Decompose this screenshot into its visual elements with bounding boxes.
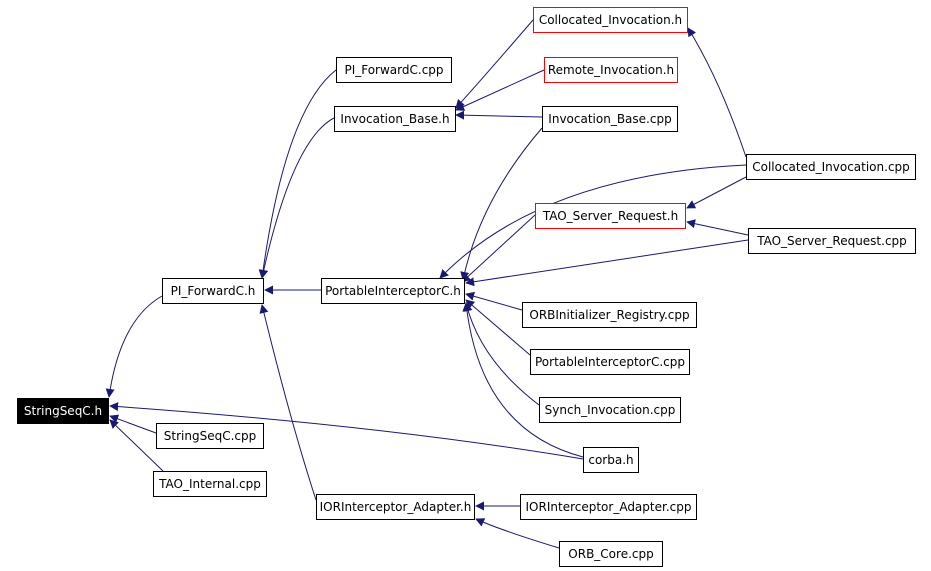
node-box [336,57,452,83]
node-corba-h[interactable]: corba.h [583,447,639,473]
node-label: PI_ForwardC.h [171,284,256,298]
node-label: TAO_Server_Request.cpp [756,234,907,248]
node-box [544,57,678,83]
edge-tao_server_request_cpp-to-tao_server_request_h [686,219,749,236]
edge-orb_core_cpp-to-iorinterceptor_adapter_h [475,518,560,549]
node-label: PortableInterceptorC.cpp [535,355,685,369]
node-label: TAO_Internal.cpp [158,477,261,491]
node-remote-invocation-h[interactable]: Remote_Invocation.h [544,57,678,83]
node-stringseqc-h[interactable]: StringSeqC.h [17,398,109,424]
node-label: ORBInitializer_Registry.cpp [529,308,689,322]
edge-collocated_invocation_h-to-invocation_base_h [455,19,534,109]
node-box [17,398,109,424]
node-box [156,423,264,449]
node-label: Collocated_Invocation.h [539,13,682,27]
node-box [746,154,916,180]
node-pi-forwardc-cpp[interactable]: PI_ForwardC.cpp [336,57,452,83]
node-box [530,349,690,375]
node-label: StringSeqC.h [24,404,102,418]
node-label: TAO_Server_Request.h [542,209,678,223]
node-collocated-invocation-cpp[interactable]: Collocated_Invocation.cpp [746,154,916,180]
edge-tao_server_request_cpp-to-portableinterceptorc_h [465,239,749,287]
node-invocation-base-cpp[interactable]: Invocation_Base.cpp [542,106,678,132]
edge-corba_h-to-portableinterceptorc_h [462,302,584,458]
node-box [162,278,264,304]
node-label: IORInterceptor_Adapter.h [320,500,472,514]
node-box [559,541,663,567]
node-label: Collocated_Invocation.cpp [752,160,910,174]
node-iorinterceptor-adapter-h[interactable]: IORInterceptor_Adapter.h [316,494,475,520]
edge-invocation_base_cpp-to-portableinterceptorc_h [460,127,543,281]
edge-remote_invocation_h-to-invocation_base_h [455,69,545,111]
node-synch-invocation-cpp[interactable]: Synch_Invocation.cpp [539,397,681,423]
edge-invocation_base_cpp-to-invocation_base_h [455,110,543,120]
edge-collocated_invocation_cpp-to-portableinterceptorc_h [439,164,747,279]
node-label: StringSeqC.cpp [164,429,256,443]
node-label: Invocation_Base.cpp [548,112,671,126]
nodes-layer: StringSeqC.h PI_ForwardC.h PI_ForwardC.cpp… [17,7,916,567]
node-label: PI_ForwardC.cpp [344,63,443,77]
edge-stringseqc_cpp-to-stringseqc_h [109,414,157,434]
node-label: ORB_Core.cpp [568,547,653,561]
node-tao-internal-cpp[interactable]: TAO_Internal.cpp [153,471,267,497]
node-box [535,203,686,229]
edge-tao_internal_cpp-to-stringseqc_h [109,419,164,472]
node-box [520,494,697,520]
node-orbinitializer-registry-cpp[interactable]: ORBInitializer_Registry.cpp [522,302,697,328]
node-box [316,494,475,520]
node-invocation-base-h[interactable]: Invocation_Base.h [334,106,456,132]
node-label: PortableInterceptorC.h [325,284,461,298]
node-box [583,447,639,473]
edge-orbinitializer_registry_cpp-to-portableinterceptorc_h [465,291,523,311]
edge-iorinterceptor_adapter_h-to-pi_forwardc_h [259,304,317,501]
node-label: IORInterceptor_Adapter.cpp [526,500,692,514]
edge-tao_server_request_h-to-portableinterceptorc_h [461,214,536,283]
edge-portableinterceptorc_cpp-to-portableinterceptorc_h [465,299,531,356]
edge-collocated_invocation_cpp-to-collocated_invocation_h [687,27,747,158]
edges-layer [105,19,749,549]
node-box [539,397,681,423]
edge-pi_forwardc_cpp-to-pi_forwardc_h [258,69,337,279]
edge-corba_h-to-stringseqc_h [109,402,584,460]
node-box [748,228,916,254]
edge-collocated_invocation_cpp-to-tao_server_request_h [686,176,747,209]
node-label: corba.h [588,453,633,467]
node-pi-forwardc-h[interactable]: PI_ForwardC.h [162,278,264,304]
node-label: Invocation_Base.h [340,112,449,126]
edge-pi_forwardc_h-to-stringseqc_h [105,295,163,398]
node-stringseqc-cpp[interactable]: StringSeqC.cpp [156,423,264,449]
node-box [153,471,267,497]
edge-synch_invocation_cpp-to-portableinterceptorc_h [463,302,540,406]
node-orb-core-cpp[interactable]: ORB_Core.cpp [559,541,663,567]
node-tao-server-request-h[interactable]: TAO_Server_Request.h [535,203,686,229]
node-portableinterceptorc-h[interactable]: PortableInterceptorC.h [321,278,465,304]
node-label: Synch_Invocation.cpp [545,403,676,417]
node-box [334,106,456,132]
node-box [542,106,678,132]
node-collocated-invocation-h[interactable]: Collocated_Invocation.h [533,7,688,33]
node-label: Remote_Invocation.h [548,63,674,77]
node-box [522,302,697,328]
node-box [321,278,465,304]
node-tao-server-request-cpp[interactable]: TAO_Server_Request.cpp [748,228,916,254]
node-portableinterceptorc-cpp[interactable]: PortableInterceptorC.cpp [530,349,690,375]
edge-invocation_base_h-to-pi_forwardc_h [259,117,335,279]
node-iorinterceptor-adapter-cpp[interactable]: IORInterceptor_Adapter.cpp [520,494,697,520]
node-box [533,7,688,33]
